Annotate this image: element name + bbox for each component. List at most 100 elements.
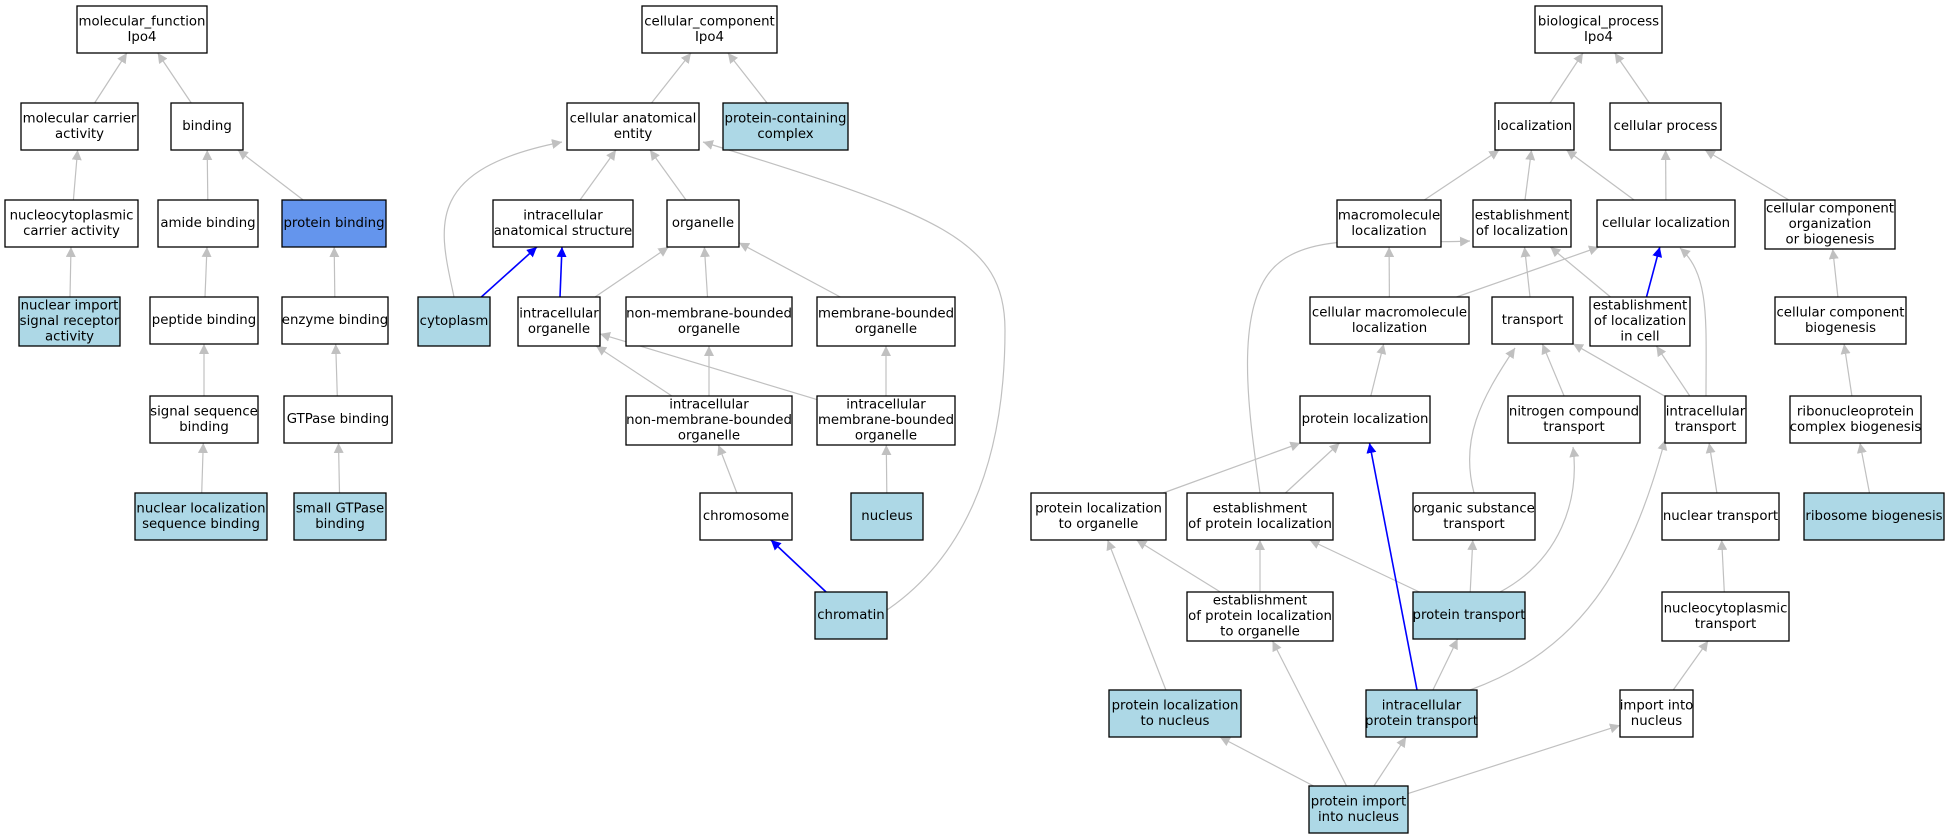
go-term-node-pl[interactable]: protein localization (1299, 395, 1431, 444)
go-term-box-eol[interactable] (1472, 199, 1572, 248)
go-term-box-mca[interactable] (20, 102, 139, 151)
go-term-node-nucleus[interactable]: nucleus (850, 492, 924, 541)
go-term-box-protbind[interactable] (281, 199, 387, 248)
go-term-box-io[interactable] (517, 296, 601, 347)
go-term-node-transport[interactable]: transport (1491, 296, 1574, 345)
go-term-node-cytoplasm[interactable]: cytoplasm (417, 296, 491, 347)
go-term-node-binding[interactable]: binding (170, 102, 244, 151)
go-term-box-cl[interactable] (1596, 199, 1736, 248)
go-term-box-pin[interactable] (1308, 785, 1409, 834)
go-term-box-rcb[interactable] (1789, 395, 1922, 444)
go-term-box-nt[interactable] (1661, 492, 1780, 541)
go-term-box-nlsb[interactable] (134, 492, 268, 541)
go-term-box-enzyme[interactable] (281, 296, 389, 345)
go-term-box-pt[interactable] (1412, 591, 1526, 640)
go-term-box-cml[interactable] (1309, 296, 1470, 345)
go-term-node-rb[interactable]: ribosome biogenesis (1803, 492, 1945, 541)
go-term-node-protbind[interactable]: protein binding (281, 199, 387, 248)
go-term-box-pcc[interactable] (722, 102, 849, 151)
go-term-box-loc[interactable] (1494, 102, 1575, 151)
go-term-node-loc[interactable]: localization (1494, 102, 1575, 151)
go-term-box-imbo[interactable] (816, 395, 956, 446)
go-term-box-cytoplasm[interactable] (417, 296, 491, 347)
go-term-box-gtpaseb[interactable] (283, 395, 393, 444)
go-term-box-amide[interactable] (157, 199, 259, 248)
go-term-box-nca[interactable] (4, 199, 139, 248)
go-term-node-chromatin[interactable]: chromatin (814, 591, 888, 640)
go-term-box-cc[interactable] (641, 5, 778, 54)
go-term-box-ipt[interactable] (1365, 689, 1478, 738)
go-term-box-ias[interactable] (492, 199, 634, 248)
go-term-box-pl[interactable] (1299, 395, 1431, 444)
go-term-box-organelle[interactable] (666, 199, 740, 248)
go-term-box-nucleus[interactable] (850, 492, 924, 541)
go-term-node-chromosome[interactable]: chromosome (699, 492, 793, 541)
go-term-box-mbo[interactable] (816, 296, 956, 347)
go-term-box-ccob[interactable] (1764, 199, 1896, 250)
go-term-box-ml[interactable] (1336, 199, 1442, 248)
go-term-box-ost[interactable] (1412, 492, 1536, 541)
go-term-box-chromosome[interactable] (699, 492, 793, 541)
go-term-node-peptide[interactable]: peptide binding (149, 296, 259, 345)
go-term-node-amide[interactable]: amide binding (157, 199, 259, 248)
go-term-box-rb[interactable] (1803, 492, 1945, 541)
go-term-box-nmbo[interactable] (625, 296, 793, 347)
go-term-node-inmbo[interactable]: intracellularnon-membrane-boundedorganel… (625, 395, 793, 446)
go-term-node-gtpaseb[interactable]: GTPase binding (283, 395, 393, 444)
go-term-box-nisra[interactable] (18, 296, 121, 347)
go-term-box-it[interactable] (1664, 395, 1747, 444)
go-term-box-cae[interactable] (566, 102, 700, 151)
go-term-box-binding[interactable] (170, 102, 244, 151)
go-term-node-pt[interactable]: protein transport (1412, 591, 1526, 640)
go-term-box-inmbo[interactable] (625, 395, 793, 446)
go-term-box-bp[interactable] (1534, 5, 1663, 54)
go-term-box-nctr[interactable] (1661, 591, 1790, 642)
go-term-box-chromatin[interactable] (814, 591, 888, 640)
go-term-box-plo[interactable] (1030, 492, 1167, 541)
go-term-node-enzyme[interactable]: enzyme binding (281, 296, 389, 345)
go-term-node-nt[interactable]: nuclear transport (1661, 492, 1780, 541)
go-term-box-cp[interactable] (1609, 102, 1722, 151)
go-term-node-organelle[interactable]: organelle (666, 199, 740, 248)
go-term-box-nct[interactable] (1507, 395, 1641, 444)
go-term-box-epl[interactable] (1186, 492, 1334, 541)
go-term-box-ccb[interactable] (1774, 296, 1907, 345)
go-term-node-cp[interactable]: cellular process (1609, 102, 1722, 151)
go-term-box-mf[interactable] (76, 5, 208, 54)
go-term-box-pln[interactable] (1108, 689, 1242, 738)
go-term-box-transport[interactable] (1491, 296, 1574, 345)
go-term-box-eolc[interactable] (1589, 296, 1691, 347)
